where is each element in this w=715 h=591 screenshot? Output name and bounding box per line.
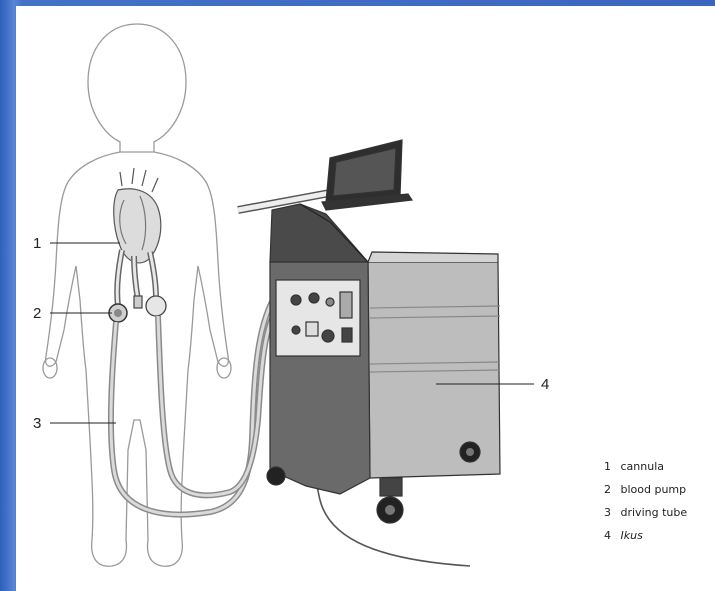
legend-item-cannula: 1 cannula bbox=[604, 455, 700, 478]
legend-label: cannula bbox=[621, 460, 665, 473]
legend-label: Ikus bbox=[621, 529, 643, 542]
heart-and-cannulae bbox=[109, 168, 166, 322]
legend-item-blood-pump: 2 blood pump bbox=[604, 478, 700, 501]
callout-number-1: 1 bbox=[33, 235, 41, 252]
legend-number: 2 bbox=[604, 478, 617, 501]
callout-number-2: 2 bbox=[33, 305, 41, 322]
legend-item-driving-tube: 3 driving tube bbox=[604, 501, 700, 524]
wheel-front-left bbox=[267, 467, 285, 485]
legend-label: blood pump bbox=[621, 483, 687, 496]
callout-number-4: 4 bbox=[541, 376, 549, 393]
legend: 1 cannula 2 blood pump 3 driving tube 4 … bbox=[604, 455, 700, 547]
blood-pump-right bbox=[146, 296, 166, 316]
legend-number: 4 bbox=[604, 524, 617, 547]
console-mast bbox=[270, 204, 368, 262]
legend-label: driving tube bbox=[621, 506, 688, 519]
legend-number: 3 bbox=[604, 501, 617, 524]
legend-number: 1 bbox=[604, 455, 617, 478]
child-right-hand bbox=[217, 358, 231, 378]
child-left-hand bbox=[43, 358, 57, 378]
ikus-console bbox=[238, 140, 500, 523]
callout-number-3: 3 bbox=[33, 415, 41, 432]
child-head bbox=[88, 24, 186, 152]
legend-item-ikus: 4 Ikus bbox=[604, 524, 700, 547]
